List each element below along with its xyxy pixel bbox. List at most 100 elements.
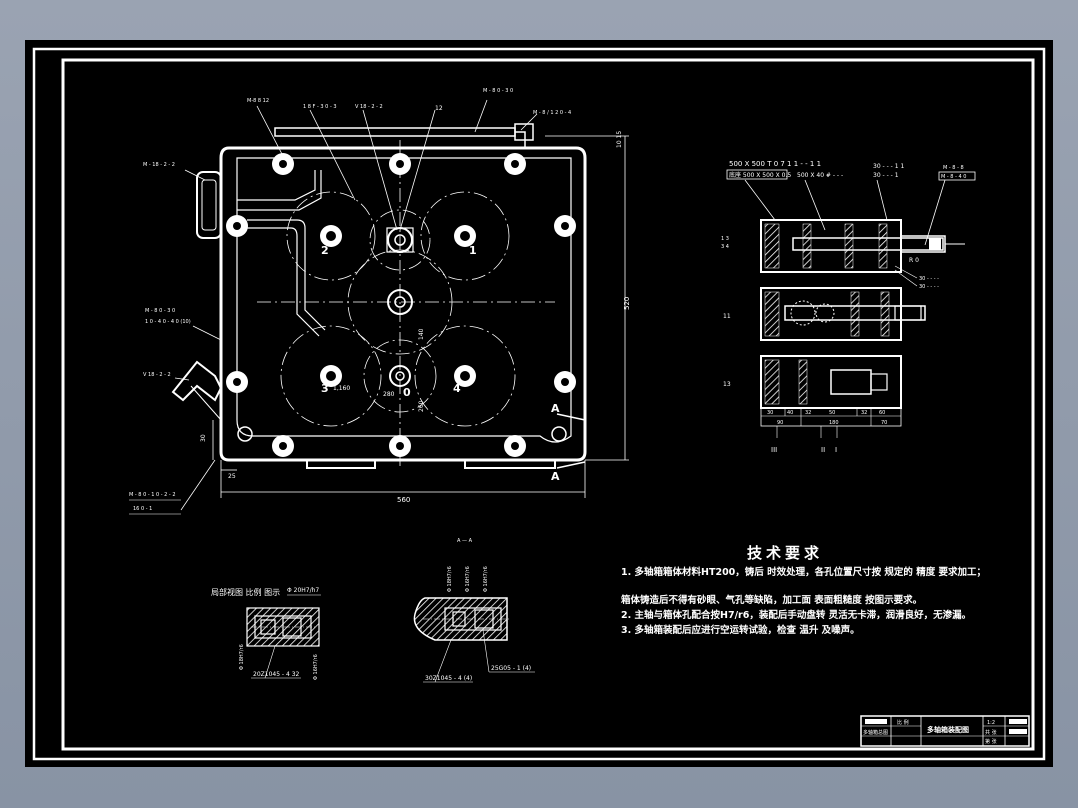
side-dim-table [760, 407, 902, 438]
side-right-leader-2 [894, 269, 918, 287]
titleblock-c6: 第 张 [985, 738, 997, 745]
leader-lines [174, 99, 538, 511]
titleblock-c1: 多轴箱总图 [863, 729, 888, 736]
detail1-fit-left: Φ 18H7/r6 [239, 644, 245, 670]
oil-plug [171, 360, 223, 402]
titleblock-c5: 共 张 [985, 729, 997, 736]
side-dim2-1: 180 [829, 420, 839, 426]
detail2-part-right-leader [482, 629, 490, 673]
side-dim-4: 32 [861, 410, 867, 416]
outer-border [32, 47, 1046, 761]
side-roman-1: I [835, 446, 837, 454]
callout-top-3: 12 [435, 105, 443, 112]
side-row-label-2: 3 4 [721, 244, 729, 250]
detail1-part-leader [264, 645, 276, 679]
side-dim-3: 50 [829, 410, 835, 416]
dim-left-small2: 25 [228, 473, 236, 480]
detail1-part-label: 20Z1045 - 4 32 [253, 671, 300, 678]
title-block[interactable]: 多轴箱总图 比 例 多轴箱装配图 1:2 共 张 第 张 [860, 715, 1030, 747]
dim-left-small: 30 [200, 434, 207, 442]
callout-top-2: V 18 - 2 - 2 [355, 104, 383, 110]
detail2-part-right: 25G05 - 1 (4) [491, 665, 531, 672]
section-mark-a-bottom: A [551, 470, 560, 483]
side-leaders [744, 179, 946, 246]
pitch-circle-top [369, 209, 431, 271]
side-label-3b: 30 - - - 1 [873, 172, 899, 179]
side-label-box-frame [726, 169, 788, 180]
dim-bottom: 560 [397, 496, 410, 504]
detail2-fit-1: Φ 16H7/r6 [465, 566, 471, 592]
side-roman-3: III [771, 446, 777, 454]
titleblock-c2: 比 例 [897, 719, 909, 726]
side-label-3: 30 - - - 1 1 [873, 163, 904, 170]
callout-left-3: V 18 - 2 - 2 [143, 372, 171, 378]
callout-left-1: M - 18 - 2 - 2 [143, 162, 175, 168]
sheet-background [25, 40, 1053, 767]
pitch-circle-4 [414, 325, 516, 427]
callout-top-5: M - 8 / 1 2 0 - 4 [533, 110, 571, 116]
dim-top-right: 10 15 [616, 131, 623, 148]
plan-view[interactable]: 560 520 10 15 30 25 140 260 280 1,160 2 … [129, 88, 631, 515]
callout-top-0: M-8 8 12 [247, 98, 269, 104]
dim-right: 520 [623, 297, 631, 310]
side-right-leader-1 [894, 265, 918, 279]
detail2-title: A — A [457, 538, 473, 544]
detail-view-1[interactable]: 局部视图 比例 图示 Φ 20H7/h7 Φ 18H7/r6 Φ 16H7/r6… [211, 587, 321, 680]
technical-notes: 技术要求 1. 多轴箱箱体材料HT200，铸后 时效处理，各孔位置尺寸按 规定的… [620, 544, 986, 636]
section-mark-a-top: A [551, 402, 560, 415]
oil-pipe [237, 170, 326, 337]
notes-line-3: 2. 主轴与箱体孔配合按H7/r6，装配后手动盘转 灵活无卡滞，润滑良好，无渗漏… [621, 609, 971, 621]
housing-outline [219, 146, 587, 462]
detail1-fit-top: Φ 20H7/h7 [287, 587, 319, 594]
titleblock-c3: 多轴箱装配图 [927, 725, 969, 734]
callout-left-2b: 1 0 - 4 0 - 4 0 (10) [145, 319, 191, 325]
callout-bottom-a: M - 8 0 - 1 0 - 2 - 2 [129, 492, 176, 498]
detail2-part-left-leader [434, 639, 452, 683]
notes-line-2: 箱体铸造后不得有砂眼、气孔等缺陷，加工面 表面粗糙度 按图示要求。 [620, 594, 922, 606]
side-label-4: M - 8 - 8 [943, 165, 964, 171]
side-label-top: 500 X 500 T 0 7 1 1 - - 1 1 [729, 160, 821, 168]
dim-mid2: 260 [418, 400, 425, 412]
titleblock-c4: 1:2 [987, 720, 995, 726]
perimeter-bolts [226, 153, 576, 457]
detail2-fit-2: Φ 16H7/r6 [483, 566, 489, 592]
detail1-fit-right: Φ 16H7/r6 [313, 654, 319, 680]
side-roman-2: II [821, 446, 825, 454]
center-label-2: 2 [321, 244, 329, 257]
left-oil-window [196, 171, 222, 239]
side-block-2 [760, 287, 902, 341]
notes-title: 技术要求 [747, 544, 823, 562]
side-r-label: R 0 [909, 257, 919, 264]
side-label-4-frame [938, 171, 976, 181]
detail-view-2[interactable]: A — A Φ 18H7/r6 Φ 16H7/r6 Φ 16H7/r6 30Z1… [413, 538, 535, 683]
notes-line-4: 3. 多轴箱装配后应进行空运转试验，检查 温升 及噪声。 [621, 624, 860, 636]
side-label-4b: M - 8 - 4 0 [941, 174, 966, 180]
center-label-3: 3 [321, 382, 329, 395]
callout-top-4: M - 8 0 - 3 0 [483, 88, 513, 94]
detail2-part-left: 30Z1045 - 4 (4) [425, 675, 472, 682]
dim-mid4: 1,160 [333, 385, 350, 392]
notes-line-1: 1. 多轴箱箱体材料HT200，铸后 时效处理，各孔位置尺寸按 规定的 精度 要… [621, 566, 986, 578]
section-arrow-2 [556, 461, 586, 469]
side-row-label-1: 1 3 [721, 236, 729, 242]
detail2-fit-0: Φ 18H7/r6 [447, 566, 453, 592]
pitch-circle-1 [420, 191, 510, 281]
housing-inner [236, 157, 572, 443]
drawing-sheet[interactable]: 560 520 10 15 30 25 140 260 280 1,160 2 … [25, 40, 1053, 767]
callout-top-1: 1 8 F - 3 0 - 3 [303, 104, 337, 110]
dim-mid3: 280 [383, 391, 395, 398]
callout-bottom-b: 16 0 - 1 [133, 506, 152, 512]
dim-mid: 140 [418, 328, 425, 340]
side-view[interactable]: 500 X 500 T 0 7 1 1 - - 1 1 底座 500 X 500… [721, 160, 976, 454]
center-label-1: 1 [469, 244, 477, 257]
oil-tube-fitting [514, 123, 534, 141]
side-right-label-2: 30 - - - - [919, 284, 939, 290]
detail1-title: 局部视图 比例 图示 [211, 587, 280, 597]
side-dim-2: 32 [805, 410, 811, 416]
side-row-label-3: 11 [723, 313, 731, 320]
pitch-circle-3 [280, 325, 382, 427]
center-label-0: 0 [403, 386, 411, 399]
side-label-2: 500 X 40 # - - - [797, 172, 843, 179]
side-dim-0: 30 [767, 410, 773, 416]
